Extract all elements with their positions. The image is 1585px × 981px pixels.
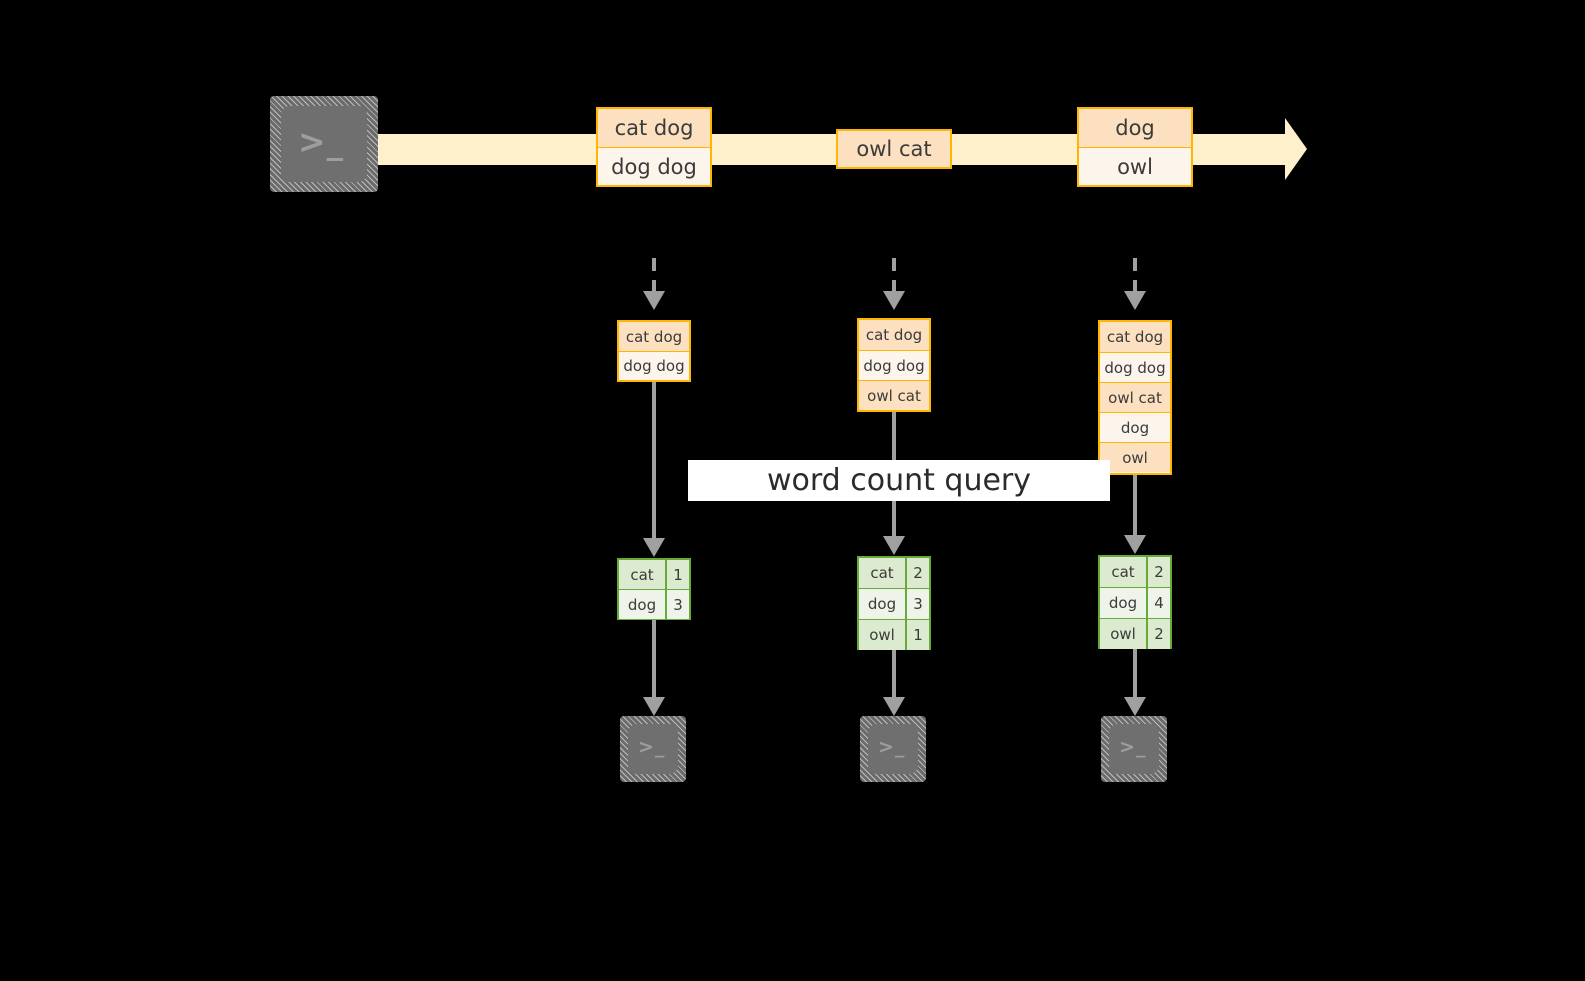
snapshot-2-sink-line bbox=[892, 650, 896, 700]
snapshot-2-sink-terminal-icon[interactable]: >_ bbox=[860, 716, 926, 782]
result-count: 1 bbox=[665, 560, 689, 589]
result-word: owl bbox=[1100, 619, 1146, 649]
result-word: dog bbox=[619, 590, 665, 619]
snapshot-2-tap-arrowhead bbox=[883, 291, 905, 310]
terminal-icon-body bbox=[868, 724, 918, 774]
result-count: 3 bbox=[665, 590, 689, 619]
terminal-icon-prompt-glyph: >_ bbox=[1119, 736, 1147, 758]
snapshot-3-tap-line bbox=[1133, 258, 1137, 292]
result-row: cat 2 bbox=[859, 558, 929, 588]
snapshot-2-input-box[interactable]: cat dog dog dog owl cat bbox=[857, 318, 931, 412]
snapshot-input-line: owl cat bbox=[1100, 382, 1170, 412]
snapshot-3-query-line bbox=[1133, 475, 1137, 543]
snapshot-3-sink-terminal-icon[interactable]: >_ bbox=[1101, 716, 1167, 782]
result-row: owl 2 bbox=[1100, 618, 1170, 649]
terminal-icon-body bbox=[628, 724, 678, 774]
result-count: 2 bbox=[1146, 557, 1170, 587]
result-row: owl 1 bbox=[859, 619, 929, 650]
snapshot-3-sink-line bbox=[1133, 649, 1137, 700]
terminal-icon-prompt-glyph: >_ bbox=[878, 736, 906, 758]
terminal-icon-prompt-glyph: >_ bbox=[298, 122, 345, 161]
snapshot-input-line: cat dog bbox=[619, 322, 689, 351]
snapshot-input-line: dog dog bbox=[1100, 352, 1170, 382]
snapshot-input-line: dog dog bbox=[619, 351, 689, 380]
snapshot-3-sink-arrowhead bbox=[1124, 697, 1146, 716]
terminal-icon-prompt-glyph: >_ bbox=[638, 736, 666, 758]
snapshot-1-input-box[interactable]: cat dog dog dog bbox=[617, 320, 691, 382]
result-row: cat 2 bbox=[1100, 557, 1170, 587]
result-word: cat bbox=[859, 558, 905, 588]
snapshot-1-sink-terminal-icon[interactable]: >_ bbox=[620, 716, 686, 782]
stream-record-line: owl cat bbox=[838, 131, 950, 167]
snapshot-input-line: dog bbox=[1100, 412, 1170, 442]
snapshot-2-sink-arrowhead bbox=[883, 697, 905, 716]
stream-record-line: owl bbox=[1079, 147, 1191, 185]
result-count: 3 bbox=[905, 589, 929, 619]
snapshot-3-tap-arrowhead bbox=[1124, 291, 1146, 310]
result-word: cat bbox=[619, 560, 665, 589]
terminal-icon-body bbox=[281, 106, 367, 182]
stream-record-line: dog dog bbox=[598, 147, 710, 185]
snapshot-2-tap-line bbox=[892, 258, 896, 292]
snapshot-input-line: dog dog bbox=[859, 350, 929, 380]
snapshot-1-tap-line bbox=[652, 258, 656, 292]
snapshot-3-result-table[interactable]: cat 2 dog 4 owl 2 bbox=[1098, 555, 1172, 649]
stream-record-line: dog bbox=[1079, 109, 1191, 147]
snapshot-2-result-table[interactable]: cat 2 dog 3 owl 1 bbox=[857, 556, 931, 650]
snapshot-3-query-arrowhead bbox=[1124, 535, 1146, 554]
result-word: owl bbox=[859, 620, 905, 650]
result-word: dog bbox=[1100, 588, 1146, 618]
snapshot-input-line: owl bbox=[1100, 442, 1170, 472]
result-count: 2 bbox=[1146, 619, 1170, 649]
word-count-query-banner: word count query bbox=[688, 460, 1110, 501]
result-count: 4 bbox=[1146, 588, 1170, 618]
result-row: dog 3 bbox=[859, 588, 929, 619]
terminal-icon-body bbox=[1109, 724, 1159, 774]
stream-record-2[interactable]: owl cat bbox=[836, 129, 952, 169]
snapshot-input-line: owl cat bbox=[859, 380, 929, 410]
result-row: dog 3 bbox=[619, 589, 689, 619]
result-count: 2 bbox=[905, 558, 929, 588]
snapshot-3-input-box[interactable]: cat dog dog dog owl cat dog owl bbox=[1098, 320, 1172, 475]
snapshot-1-result-table[interactable]: cat 1 dog 3 bbox=[617, 558, 691, 620]
stream-record-line: cat dog bbox=[598, 109, 710, 147]
result-word: cat bbox=[1100, 557, 1146, 587]
record-stream-arrowhead bbox=[1285, 118, 1309, 180]
result-word: dog bbox=[859, 589, 905, 619]
source-terminal-icon[interactable]: >_ bbox=[270, 96, 378, 192]
result-count: 1 bbox=[905, 620, 929, 650]
word-count-query-label: word count query bbox=[766, 463, 1032, 498]
snapshot-1-query-line bbox=[652, 382, 656, 546]
snapshot-1-query-arrowhead bbox=[643, 538, 665, 557]
snapshot-2-query-arrowhead bbox=[883, 536, 905, 555]
snapshot-1-sink-arrowhead bbox=[643, 697, 665, 716]
result-row: cat 1 bbox=[619, 560, 689, 589]
stream-record-3[interactable]: dog owl bbox=[1077, 107, 1193, 187]
snapshot-1-tap-arrowhead bbox=[643, 291, 665, 310]
snapshot-1-sink-line bbox=[652, 620, 656, 700]
snapshot-input-line: cat dog bbox=[1100, 322, 1170, 352]
snapshot-input-line: cat dog bbox=[859, 320, 929, 350]
stream-record-1[interactable]: cat dog dog dog bbox=[596, 107, 712, 187]
result-row: dog 4 bbox=[1100, 587, 1170, 618]
